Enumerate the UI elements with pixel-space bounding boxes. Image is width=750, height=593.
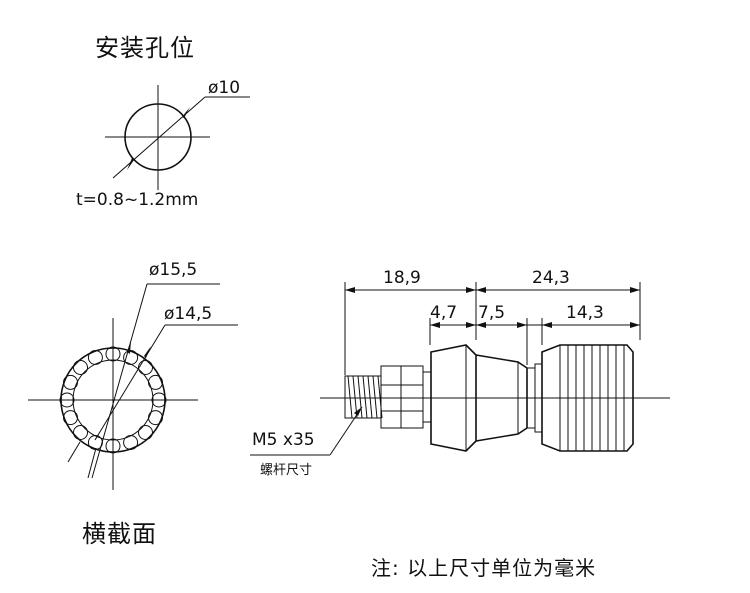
knurl-scallop — [138, 360, 153, 375]
knurl-scallop — [63, 374, 78, 390]
thread-line — [352, 375, 358, 419]
knurl-scallop — [63, 410, 78, 426]
washer — [422, 371, 432, 423]
knurl-scallop — [105, 438, 121, 454]
mounting-hole-arrow-lower — [127, 158, 134, 170]
cross-section-title: 横截面 — [82, 520, 157, 548]
knurl-scallop — [138, 425, 153, 440]
knurl-scallop — [148, 374, 163, 390]
cross-section-bottom-leader-2 — [87, 447, 97, 479]
cross-section-outer-circle — [60, 347, 166, 453]
knurl-scallop — [87, 350, 103, 365]
cross-section-arrow-1 — [127, 340, 131, 354]
thread-line — [362, 375, 368, 419]
cross-section-inner-diameter-label: ø14,5 — [164, 304, 213, 324]
cap-knurl-lines — [567, 345, 625, 451]
mounting-hole-diameter-leader — [112, 96, 206, 179]
knurl-scallop — [123, 350, 139, 365]
knurled-cap — [541, 344, 634, 452]
side-view-dim-right-total: 24,3 — [532, 268, 570, 288]
mounting-hole-drawing — [105, 85, 250, 190]
side-view-drawing — [250, 282, 670, 456]
mounting-hole-thickness-label: t=0.8~1.2mm — [76, 190, 199, 210]
cross-section-drawing — [28, 283, 238, 490]
thread-line — [357, 375, 363, 419]
knurl-scallop — [151, 392, 167, 408]
cross-section-outer-diameter-label: ø15,5 — [149, 260, 198, 280]
side-view-dim-b: 7,5 — [478, 303, 506, 323]
cross-section-arrow-2 — [144, 346, 151, 358]
cross-section-knurl — [59, 346, 167, 454]
side-view-thread-note: 螺杆尺寸 — [260, 463, 313, 478]
side-view-dim-left-total: 18,9 — [383, 268, 421, 288]
knurl-scallop — [73, 360, 88, 375]
thread-leader-diag — [329, 406, 363, 456]
side-view-dim-a: 4,7 — [430, 303, 458, 323]
hex-nut-1 — [380, 365, 402, 429]
footnote: 注: 以上尺寸单位为毫米 — [371, 556, 597, 580]
knurl-scallop — [148, 410, 163, 426]
mounting-hole-diameter-label: ø10 — [208, 78, 241, 98]
thread-line — [367, 375, 373, 419]
knurl-scallop — [59, 392, 75, 408]
hex-nut-2 — [400, 365, 424, 429]
side-view-dim-c: 14,3 — [566, 303, 604, 323]
knurl-scallop — [73, 425, 88, 440]
thread-hatching — [347, 375, 383, 419]
side-view-thread-label: M5 x35 — [252, 430, 315, 450]
cross-section-inner-leader — [94, 324, 166, 441]
cross-section-inner-circle — [72, 359, 154, 441]
knurl-scallop — [105, 346, 121, 362]
knurl-scallop — [123, 435, 139, 450]
thread-line — [347, 375, 353, 419]
mounting-hole-arrow-upper — [182, 107, 190, 118]
mounting-hole-title: 安装孔位 — [95, 34, 195, 62]
cross-section-bottom-leader-1 — [67, 441, 81, 463]
thread-line — [372, 375, 378, 419]
cross-section-outer-leader — [91, 283, 148, 479]
